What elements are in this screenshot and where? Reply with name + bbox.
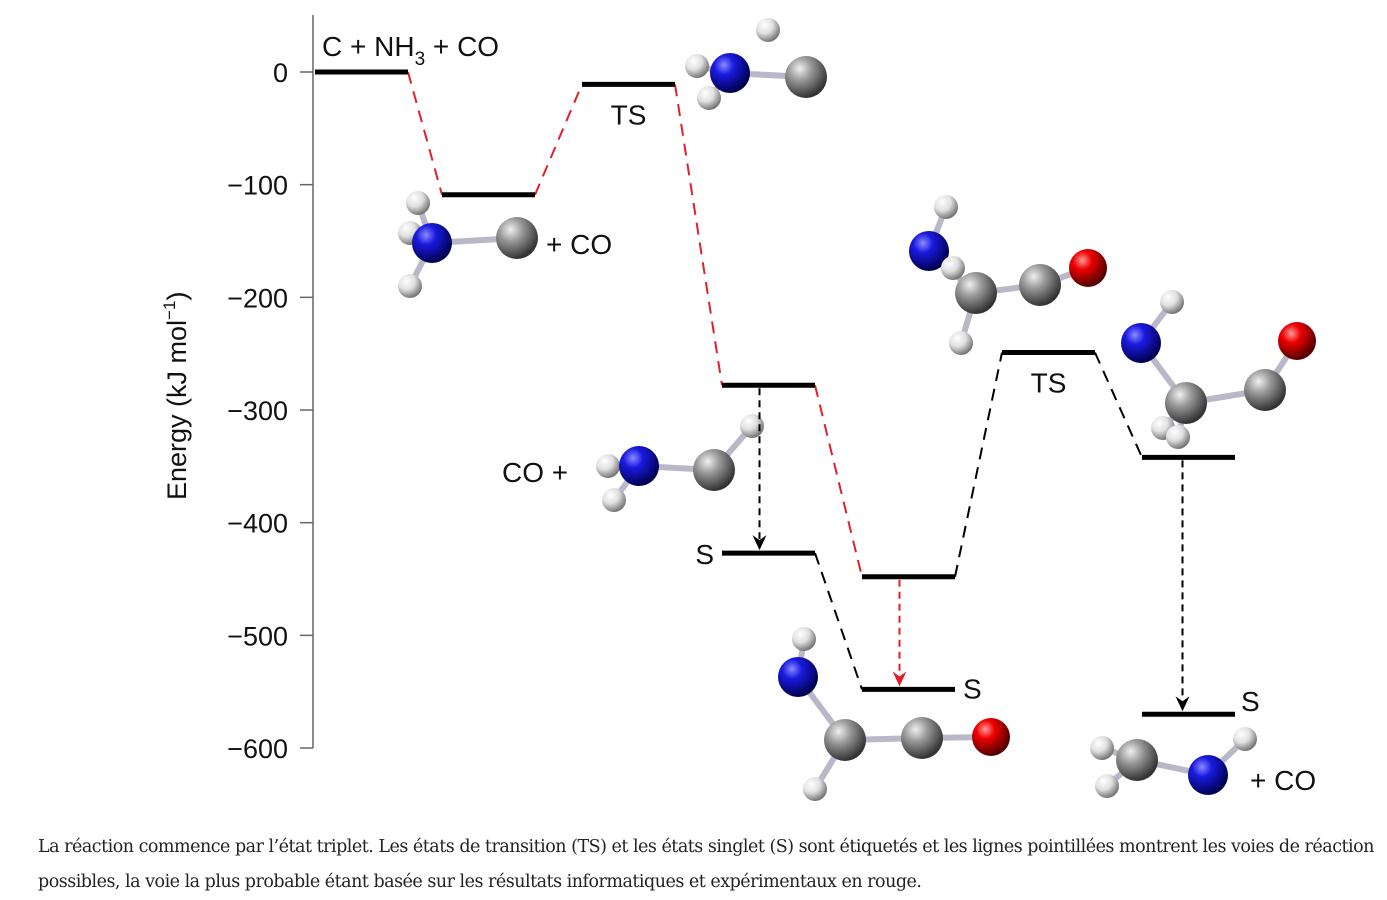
adduct-plus-co-label: + CO (546, 229, 612, 260)
y-tick-label: −100 (227, 171, 288, 201)
atom-H (941, 256, 965, 280)
s3-molecule (1090, 727, 1257, 798)
atom-H (398, 274, 422, 298)
path-int1-to-int2 (814, 384, 863, 577)
atom-H (1090, 736, 1114, 760)
y-tick-label: −200 (227, 283, 288, 313)
s3-plus-co-label: + CO (1250, 765, 1316, 796)
path-int2-to-s2-arrowhead (892, 671, 907, 687)
atom-H (602, 488, 626, 512)
atom-N (1121, 323, 1161, 363)
atom-C (955, 272, 997, 314)
y-axis-label: Energy (kJ mol−1) (160, 292, 192, 500)
path-ts2-to-int3 (1094, 352, 1143, 458)
species-labels: C + NH3 + CO + CO CO + + CO (322, 31, 1316, 796)
atom-H (792, 627, 816, 651)
reaction-paths (407, 71, 1190, 712)
path-int3-to-s3-arrowhead (1175, 696, 1190, 712)
y-tick-label: −500 (227, 621, 288, 651)
atom-C (1019, 264, 1061, 306)
atom-N (710, 53, 750, 93)
atom-H (934, 195, 958, 219)
atom-C (1244, 369, 1286, 411)
energy-levels: TS S S TS S (315, 69, 1260, 717)
y-tick-label: −300 (227, 396, 288, 426)
atom-C (824, 719, 866, 761)
atom-H (756, 18, 780, 42)
atom-C (901, 717, 943, 759)
atom-C (693, 449, 735, 491)
atom-C (785, 56, 827, 98)
s2-molecule (778, 627, 1010, 801)
int1-co-plus-label: CO + (502, 457, 568, 488)
atom-C (496, 217, 538, 259)
path-adduct-to-ts1 (534, 84, 583, 196)
y-tick-label: 0 (273, 58, 288, 88)
y-tick-label: −600 (227, 734, 288, 764)
atom-H (697, 86, 721, 110)
atom-N (412, 223, 452, 263)
atom-H (1095, 774, 1119, 798)
atom-N (778, 657, 818, 697)
path-start-to-adduct (407, 71, 443, 196)
path-ts1-to-int1 (674, 84, 723, 386)
atom-H (1166, 425, 1190, 449)
atom-C (1165, 382, 1207, 424)
atom-H (406, 191, 430, 215)
atom-O (972, 718, 1010, 756)
atom-H (949, 331, 973, 355)
atom-N (1188, 755, 1228, 795)
atom-H (685, 54, 709, 78)
atom-O (1278, 322, 1316, 360)
atom-C (1116, 739, 1158, 781)
atom-O (1069, 249, 1107, 287)
atom-N (909, 231, 949, 271)
energy-diagram: 0 −100 −200 −300 −400 −500 −600 TS S S TS S C + NH… (160, 15, 1316, 801)
level-label-ts1: TS (611, 99, 647, 130)
atom-H (1160, 290, 1184, 314)
molecule-structures (398, 18, 1316, 801)
atom-H (596, 454, 620, 478)
nh3-c-molecule (398, 191, 538, 298)
ts2-molecule (909, 195, 1107, 355)
atom-H (740, 414, 764, 438)
path-int2-to-ts2 (954, 352, 1003, 577)
atom-H (803, 777, 827, 801)
ts1-molecule (685, 18, 827, 110)
atom-N (619, 446, 659, 486)
level-label-s3: S (1241, 686, 1260, 717)
atom-H (1233, 727, 1257, 751)
hnch2-molecule (596, 414, 764, 512)
start-species-label: C + NH3 + CO (322, 31, 499, 70)
figure-caption: La réaction commence par l’état triplet.… (38, 837, 1374, 892)
int3-molecule (1121, 290, 1316, 449)
level-label-s2: S (963, 673, 982, 704)
y-axis: 0 −100 −200 −300 −400 −500 −600 (227, 15, 314, 764)
path-s1-to-s2 (814, 552, 863, 690)
y-tick-label: −400 (227, 509, 288, 539)
level-label-ts2: TS (1031, 368, 1067, 399)
level-label-s1: S (695, 539, 714, 570)
path-int1-to-s1-arrowhead (752, 535, 767, 551)
